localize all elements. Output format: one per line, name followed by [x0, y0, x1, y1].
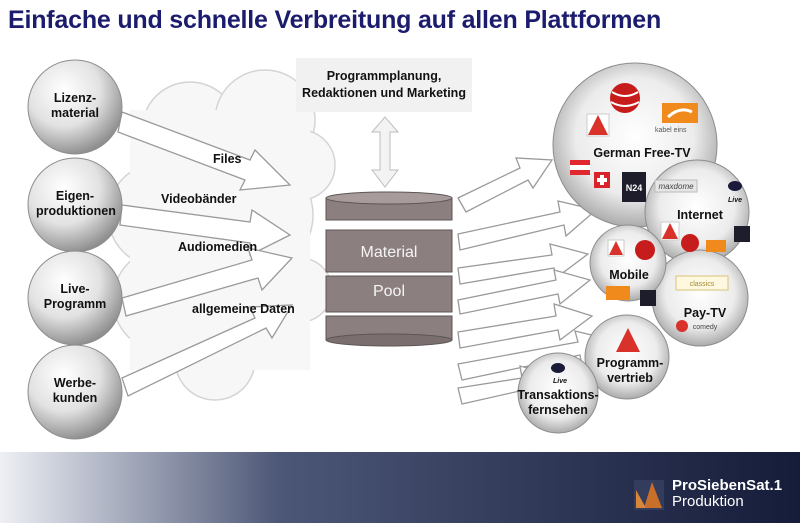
- target-mobile: Mobile: [609, 268, 649, 282]
- sat1-ball-icon: [610, 83, 640, 113]
- footer-band: [0, 452, 800, 523]
- source-spheres: [27, 59, 123, 440]
- source-lizenzmaterial: Lizenz-material: [51, 91, 99, 120]
- source-live-programm: Live-Programm: [43, 282, 107, 311]
- material-pool: [325, 191, 453, 347]
- swiss-flag-icon: [594, 172, 610, 188]
- svg-text:N24: N24: [626, 183, 643, 193]
- vertrieb-prosieben-icon: [616, 328, 640, 352]
- maxdome-logo-icon: maxdome: [654, 179, 698, 193]
- target-internet: Internet: [677, 208, 723, 222]
- target-programmvertrieb: Programm-vertrieb: [596, 356, 664, 385]
- pool-label-material: Material: [360, 244, 418, 261]
- internet-sat1-icon: [681, 234, 699, 252]
- svg-text:classics: classics: [690, 281, 715, 288]
- brand-logo-icon: [634, 480, 664, 510]
- svg-text:comedy: comedy: [693, 324, 718, 331]
- planning-arrow: [370, 116, 400, 188]
- page-title: Einfache und schnelle Verbreitung auf al…: [8, 6, 662, 34]
- flow-audiomedien: Audiomedien: [178, 240, 258, 254]
- svg-text:maxdome: maxdome: [658, 182, 694, 191]
- target-pay-tv: Pay-TV: [683, 306, 727, 320]
- svg-text:Live: Live: [553, 378, 567, 385]
- kabel-label: kabel eins: [655, 127, 687, 134]
- mobile-prosieben-icon: [607, 239, 625, 257]
- source-arrows: [117, 111, 294, 397]
- internet-n24-icon: [734, 226, 750, 242]
- internet-kabel-icon: [706, 240, 726, 252]
- mobile-sat1-icon: [635, 240, 655, 260]
- comedy-logo-icon: comedy: [676, 320, 718, 332]
- austria-flag-icon: [570, 160, 590, 175]
- source-werbekunden: Werbe-kunden: [52, 376, 98, 405]
- brand-name: ProSiebenSat.1 Produktion: [672, 477, 783, 510]
- source-eigenproduktionen: Eigen-produktionen: [36, 189, 116, 218]
- target-free-tv: German Free-TV: [593, 146, 691, 160]
- classics-logo-icon: classics: [675, 275, 729, 291]
- flow-videobaender: Videobänder: [161, 192, 237, 206]
- n24-logo-icon: N24: [622, 172, 646, 202]
- planning-box: Programmplanung,Redaktionen und Marketin…: [296, 58, 472, 112]
- transaktion-live-icon: Live: [551, 363, 567, 385]
- mobile-kabel-icon: [606, 286, 630, 300]
- svg-text:Live: Live: [728, 197, 742, 204]
- flow-allgemeine-daten: allgemeine Daten: [192, 302, 295, 316]
- live-logo-icon: Live: [728, 181, 742, 204]
- kabeleins-logo-icon: [662, 103, 698, 123]
- internet-prosieben-icon: [660, 221, 680, 241]
- pool-label-pool: Pool: [372, 283, 406, 300]
- prosieben-logo-icon: [586, 113, 610, 137]
- mobile-n24-icon: [640, 290, 656, 306]
- target-transaktionsfernsehen: Transaktions-fernsehen: [517, 388, 599, 417]
- flow-files: Files: [213, 152, 242, 166]
